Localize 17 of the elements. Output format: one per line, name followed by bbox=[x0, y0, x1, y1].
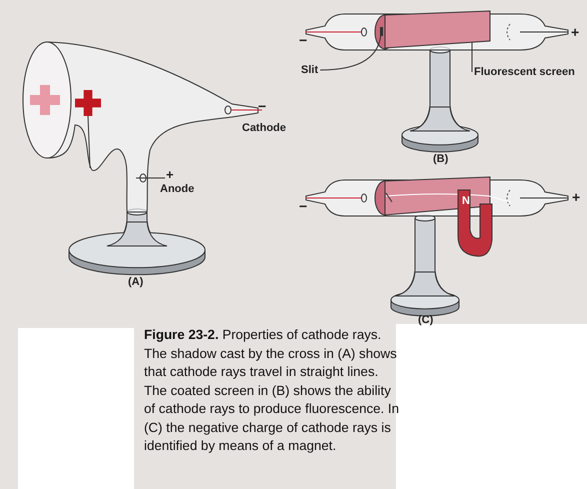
part-label: Anode bbox=[160, 183, 194, 196]
polarity-sign: − bbox=[299, 199, 308, 214]
polarity-sign: − bbox=[258, 99, 266, 114]
slit bbox=[380, 27, 383, 36]
polarity-sign: + bbox=[571, 25, 580, 40]
part-label: Cathode bbox=[242, 122, 286, 134]
polarity-sign: + bbox=[166, 168, 174, 182]
figure-caption: Figure 23-2. Properties of cathode rays. The shadow cast by the cross in (A) shows that cathode rays travel in straight lines. The coated screen in (B) shows the ability of cathode rays to produce fluorescence. In (C) the negative charge of cathode rays is identified by means of a magnet. bbox=[144, 326, 400, 455]
part-label: Slit bbox=[301, 64, 318, 76]
panel-label: (A) bbox=[128, 276, 144, 288]
magnet-pole-label: N bbox=[462, 195, 470, 208]
panel-label: (B) bbox=[433, 153, 448, 166]
panel-label: (C) bbox=[418, 314, 434, 326]
polarity-sign: − bbox=[299, 33, 308, 48]
polarity-sign: + bbox=[572, 190, 580, 206]
part-label: Fluorescent screen bbox=[474, 66, 575, 78]
fluorescent-screen bbox=[384, 10, 490, 49]
